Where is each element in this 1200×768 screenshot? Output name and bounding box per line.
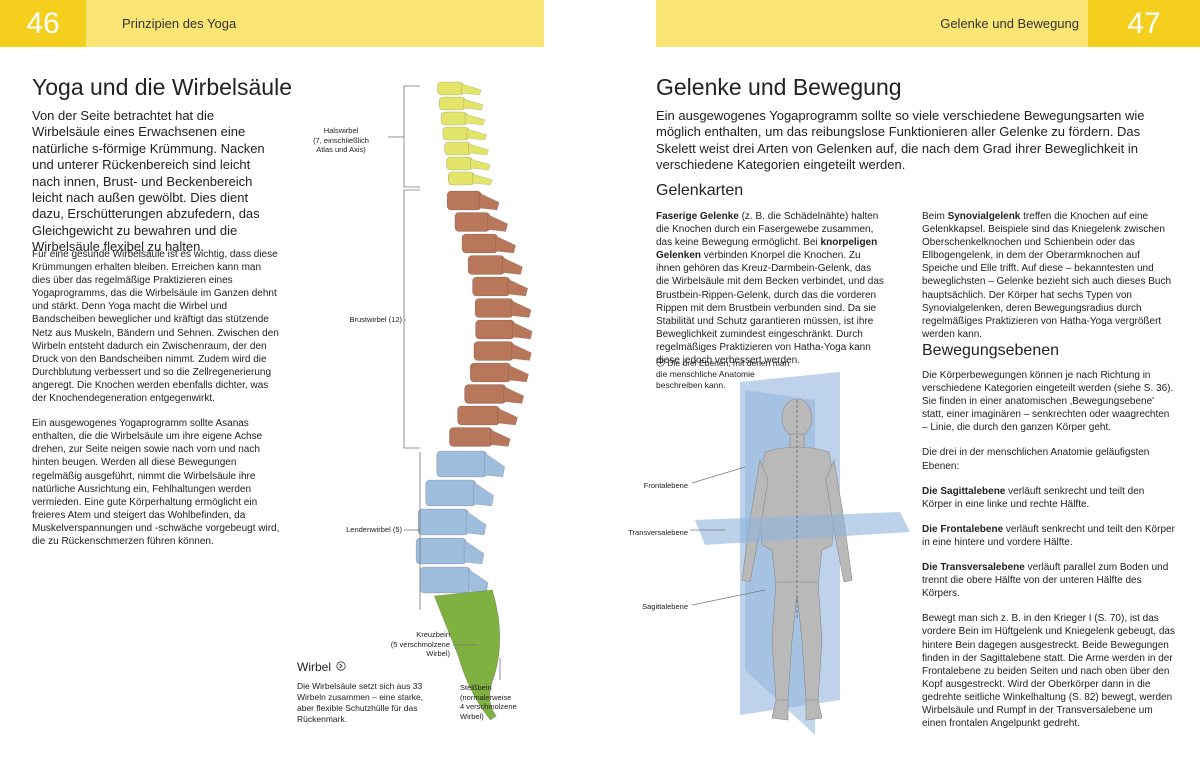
transversal-text: verläuft parallel zum Boden und trennt d… (922, 562, 1169, 600)
left-paragraph-2: Ein ausgewogenes Yogaprogramm sollte Asa… (32, 418, 280, 547)
col2-paragraph-4: Bewegt man sich z. B. in den Krieger I (… (922, 613, 1175, 730)
thoracic-vertebra-process (511, 343, 532, 361)
left-page-number: 46 (0, 0, 86, 47)
cervical-vertebra-process (466, 128, 488, 141)
thoracic-vertebra-process (503, 386, 525, 404)
bold-sagittalebene: Die Sagittalebene (922, 485, 1006, 497)
cervical-vertebra-process (472, 173, 493, 186)
col2-paragraph-3: Die drei in der menschlichen Anatomie ge… (922, 447, 1150, 472)
sagittal-text: verläuft senkrecht und teilt den Körper … (922, 485, 1145, 510)
col1-text-1: (z. B. die Schädelnähte) halten die Knoc… (656, 211, 879, 249)
label-thoracic: Brustwirbel (12) (349, 315, 402, 324)
label-frontal-plane: Frontalebene (643, 481, 688, 490)
col2-paragraph-1: Beim Synovialgelenk treffen die Knochen … (922, 210, 1172, 341)
bold-transversalebene: Die Transversalebene (922, 562, 1025, 574)
figure-caption-text: Die drei Ebenen, mit denen man die mensc… (656, 358, 790, 390)
label-sagittal-plane: Sagittalebene (642, 602, 688, 611)
figure-caption: Die drei Ebenen, mit denen man die mensc… (656, 357, 796, 391)
thoracic-vertebra-process (495, 235, 516, 254)
cervical-vertebra-process (470, 158, 491, 171)
thoracic-vertebra-process (497, 407, 518, 426)
thoracic-vertebra-process (478, 192, 500, 211)
bold-frontalebene: Die Frontalebene (922, 523, 1004, 535)
caption-title: Wirbel (297, 660, 346, 674)
thoracic-vertebra-process (512, 321, 533, 340)
thoracic-vertebra-process (507, 278, 529, 297)
spine-illustration (415, 81, 533, 721)
bold-knorpelige-gelenke: knorpeligen Gelenken (656, 237, 878, 262)
right-running-head: Gelenke und Bewegung (940, 16, 1079, 31)
cervical-vertebra-process (468, 143, 490, 156)
sacrum-coccyx (433, 589, 501, 721)
label-sacrum: Kreuzbein (5 verschmolzene Wirbel) (390, 630, 450, 658)
section-title-gelenkarten: Gelenkarten (656, 182, 744, 199)
transversal-definition: Die Transversalebene verläuft parallel z… (922, 561, 1177, 600)
right-page-number: 47 (1088, 0, 1200, 47)
label-coccyx: Steißbein (normalerweise 4 verschmolzene… (460, 683, 517, 721)
right-title: Gelenke und Bewegung (656, 74, 902, 100)
spine-bracket-lines (388, 85, 501, 680)
arrow-down-circle-icon (656, 358, 665, 367)
right-col1: Faserige Gelenke (z. B. die Schädelnähte… (656, 210, 884, 379)
cervical-vertebra-process (463, 98, 484, 111)
frontal-definition: Die Frontalebene verläuft senkrecht und … (922, 523, 1177, 549)
section-title-bewegungsebenen: Bewegungsebenen (922, 342, 1060, 359)
lumbar-vertebra-process (484, 452, 506, 478)
lumbar-vertebra-process (465, 510, 487, 536)
right-col2-lower: Die Körperbewegungen können je nach Rich… (922, 369, 1177, 742)
lumbar-vertebra-process (473, 481, 495, 507)
cervical-vertebra-process (464, 113, 486, 126)
thoracic-vertebra-process (502, 257, 523, 275)
col1-text-2: verbinden Knorpel die Knochen. Zu ihnen … (656, 250, 884, 367)
bold-synovialgelenk: Synovialgelenk (947, 211, 1021, 222)
bold-faserige-gelenke: Faserige Gelenke (656, 211, 739, 222)
left-running-head: Prinzipien des Yoga (122, 16, 237, 31)
caption-title-text: Wirbel (297, 660, 332, 674)
label-cervical: Halswirbel (7, einschließlich Atlas und … (313, 126, 369, 154)
left-body: Für eine gesunde Wirbelsäule ist es wich… (32, 248, 282, 560)
frontal-text: verläuft senkrecht und teilt den Körper … (922, 523, 1175, 548)
col2-paragraph-2: Die Körperbewegungen können je nach Rich… (922, 370, 1174, 434)
col2-text-1: Beim (922, 211, 948, 222)
col2-text-2: treffen die Knochen auf eine Gelenkkapse… (922, 211, 1172, 340)
label-lumbar: Lendenwirbel (5) (346, 525, 402, 534)
thoracic-vertebra-process (508, 364, 529, 383)
left-paragraph-1: Für eine gesunde Wirbelsäule ist es wich… (32, 249, 279, 405)
right-lead: Ein ausgewogenes Yogaprogramm sollte so … (656, 108, 1145, 173)
sagittal-definition: Die Sagittalebene verläuft senkrecht und… (922, 485, 1177, 511)
transversal-plane (695, 512, 910, 545)
left-header-band (0, 0, 544, 47)
label-transversal-plane: Transversalebene (628, 528, 688, 537)
right-col2: Beim Synovialgelenk treffen die Knochen … (922, 210, 1172, 353)
left-title: Yoga und die Wirbelsäule (32, 74, 292, 100)
lumbar-vertebra-process (463, 539, 485, 565)
col1-paragraph: Faserige Gelenke (z. B. die Schädelnähte… (656, 210, 884, 367)
thoracic-vertebra-process (489, 429, 511, 447)
caption-text: Die Wirbelsäule setzt sich aus 33 Wirbel… (297, 681, 424, 724)
anatomy-planes-figure (690, 372, 910, 735)
cervical-vertebra-process (461, 83, 482, 96)
thoracic-vertebra-process (510, 300, 532, 318)
arrow-right-circle-icon (336, 661, 346, 671)
thoracic-vertebra-process (487, 214, 509, 232)
left-lead: Von der Seite betrachtet hat die Wirbels… (32, 108, 265, 255)
